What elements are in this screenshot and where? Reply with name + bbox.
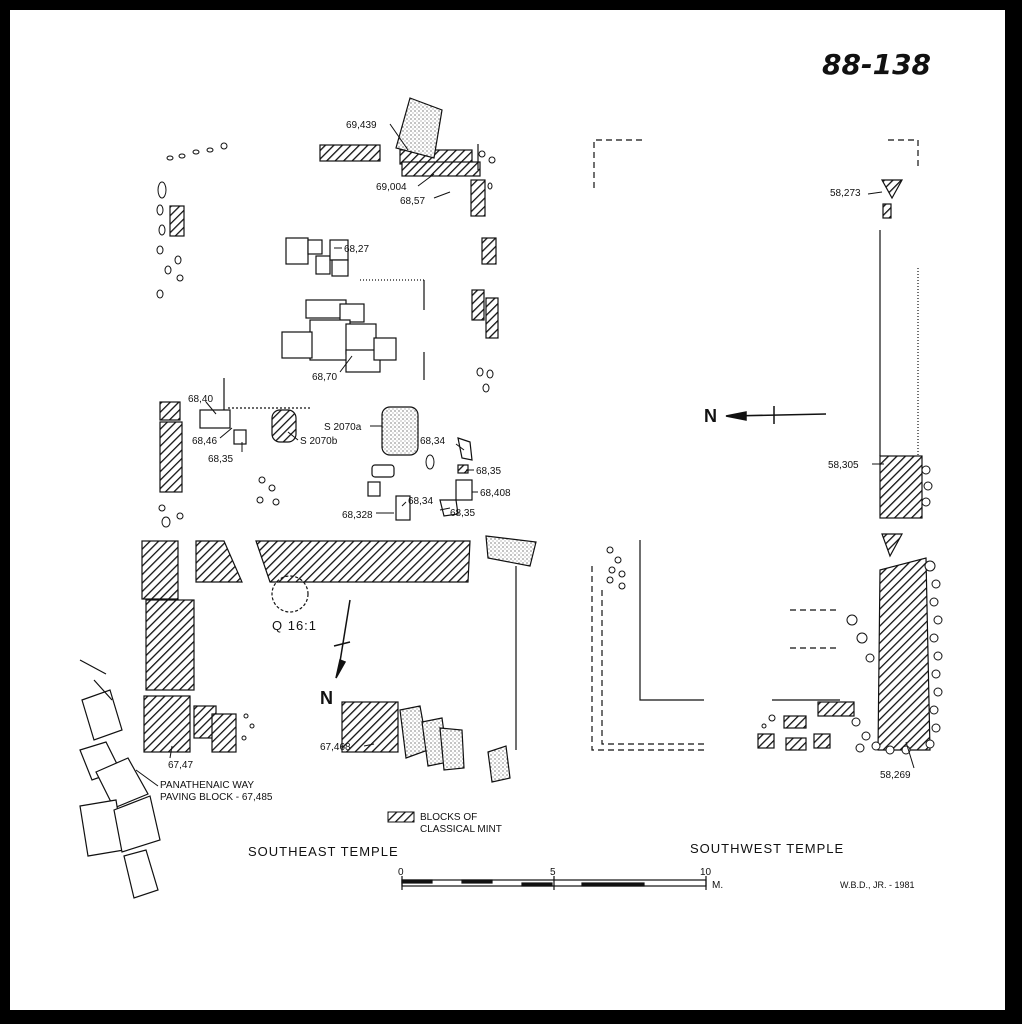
scale-unit: M. (712, 880, 723, 891)
grid-reference: Q 16:1 (272, 618, 317, 633)
legend-hatch-swatch (387, 811, 415, 823)
label-s2070a: S 2070a (324, 422, 362, 433)
legend: BLOCKS OF CLASSICAL MINT (387, 811, 502, 835)
scale-tick-5: 5 (550, 867, 556, 878)
label-s2070b: S 2070b (300, 436, 338, 447)
southeast-temple-title: SOUTHEAST TEMPLE (248, 844, 399, 859)
label-6857: 68,57 (400, 196, 425, 207)
label-68328: 68,328 (342, 510, 373, 521)
southeast-temple-plan (79, 97, 537, 899)
label-6870: 68,70 (312, 372, 337, 383)
label-6840: 68,40 (188, 394, 213, 405)
label-6835b: 68,35 (476, 466, 501, 477)
label-6747: 67,47 (168, 760, 193, 771)
southwest-temple-title: SOUTHWEST TEMPLE (690, 841, 844, 856)
legend-line-1: BLOCKS OF (420, 812, 477, 823)
label-6835a: 68,35 (208, 454, 233, 465)
label-58273: 58,273 (830, 188, 861, 199)
label-68408: 68,408 (480, 488, 511, 499)
label-58305: 58,305 (828, 460, 859, 471)
label-69439: 69,439 (346, 120, 377, 131)
label-69004: 69,004 (376, 182, 407, 193)
north-arrow (333, 599, 351, 679)
label-6834b: 68,34 (408, 496, 433, 507)
rubble-stones-right (606, 465, 943, 755)
label-58269: 58,269 (880, 770, 911, 781)
label-panathenaic-1: PANATHENAIC WAY (160, 780, 254, 791)
label-6846: 68,46 (192, 436, 217, 447)
legend-line-2: CLASSICAL MINT (420, 824, 502, 835)
scale-tick-0: 0 (398, 867, 404, 878)
rubble-stones-left (156, 142, 496, 741)
leader-lines (135, 123, 915, 787)
label-6835c: 68,35 (450, 508, 475, 519)
label-panathenaic-2: PAVING BLOCK - 67,485 (160, 792, 273, 803)
draftsman-credit: W.B.D., JR. - 1981 (840, 880, 915, 890)
southwest-temple-plan (591, 139, 931, 751)
north-label: N (320, 688, 334, 708)
scale-tick-10: 10 (700, 867, 712, 878)
drawing-sheet: 88-138 (10, 10, 1005, 1010)
label-67468: 67,468 (320, 742, 351, 753)
site-plan: 88-138 (79, 48, 943, 899)
label-6827: 68,27 (344, 244, 369, 255)
north-label-right: N (704, 406, 718, 426)
label-6834a: 68,34 (420, 436, 445, 447)
north-arrow-right (725, 406, 827, 424)
scale-bar (401, 876, 707, 890)
annotations: 69,439 69,004 68,57 68,27 68,70 68,40 68… (160, 120, 911, 803)
sheet-number: 88-138 (822, 48, 931, 81)
